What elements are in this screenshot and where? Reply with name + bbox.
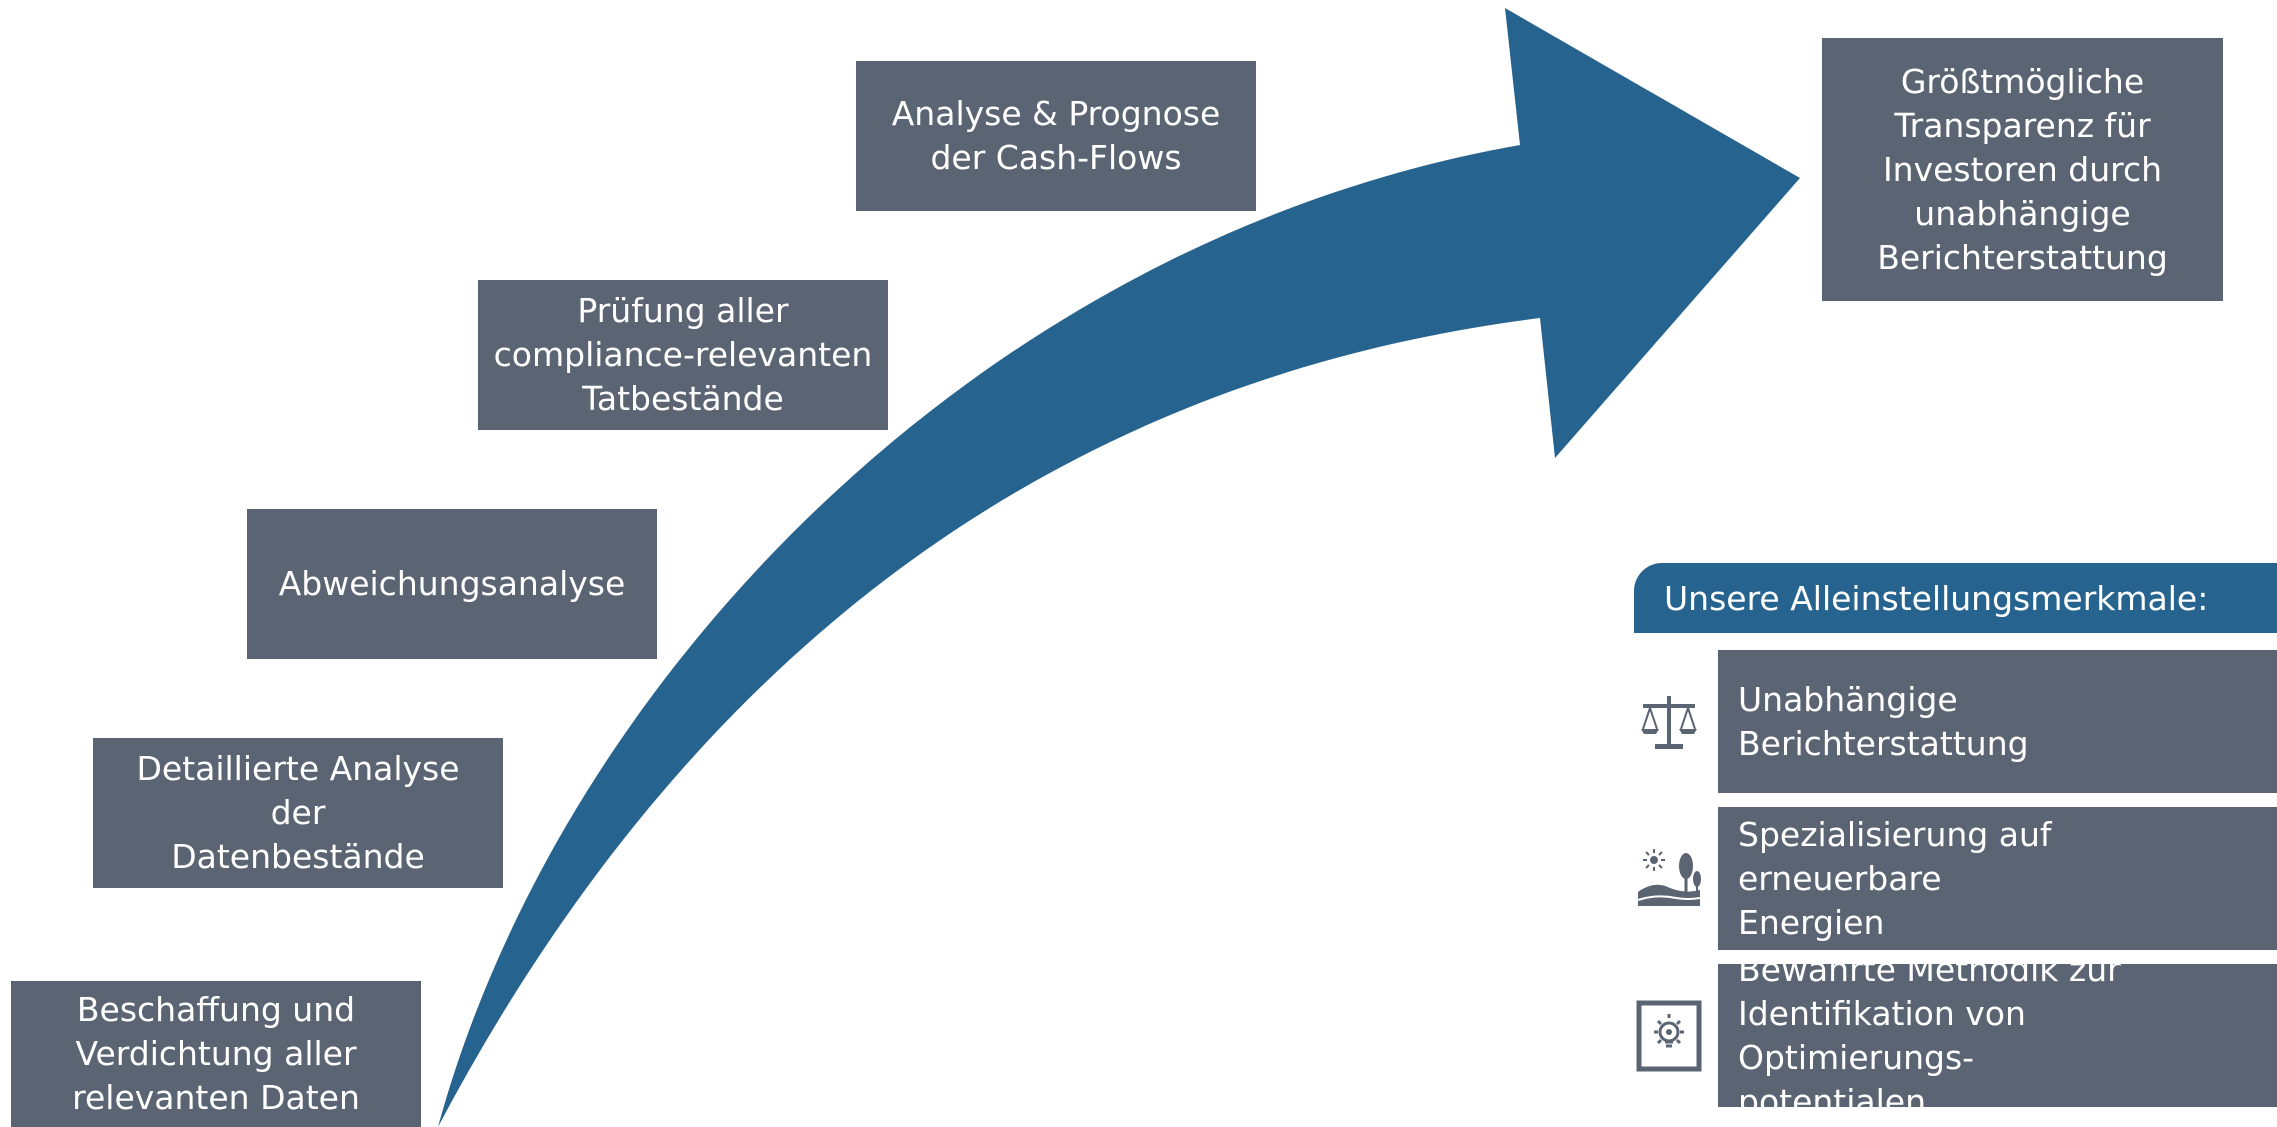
step-box-data-analysis: Detaillierte Analyse der Datenbestände xyxy=(93,738,503,888)
usp-item-renewable-energy: Spezialisierung auf erneuerbare Energien xyxy=(1634,807,2277,950)
step-box-compliance-check: Prüfung aller compliance-relevanten Tatb… xyxy=(478,280,888,430)
step-box-cashflow-forecast: Analyse & Prognose der Cash-Flows xyxy=(856,61,1256,211)
step-box-deviation-analysis: Abweichungsanalyse xyxy=(247,509,657,659)
usp-item-independent-reporting: Unabhängige Berichterstattung xyxy=(1634,650,2277,793)
usp-label: Spezialisierung auf erneuerbare Energien xyxy=(1718,807,2277,950)
usp-label: Bewährte Methodik zur Identifikation von… xyxy=(1718,950,2277,1121)
lightbulb-icon xyxy=(1634,964,1704,1107)
growth-arrow-shape xyxy=(438,8,1800,1127)
scales-icon xyxy=(1634,650,1704,793)
usp-label: Unabhängige Berichterstattung xyxy=(1718,650,2277,793)
landscape-icon xyxy=(1634,807,1704,950)
step-box-data-collection: Beschaffung und Verdichtung aller releva… xyxy=(11,981,421,1127)
goal-box-transparency: Größtmögliche Transparenz für Investoren… xyxy=(1822,38,2223,301)
usp-header: Unsere Alleinstellungsmerkmale: xyxy=(1634,563,2277,633)
usp-item-proven-methodology: Bewährte Methodik zur Identifikation von… xyxy=(1634,950,2277,1121)
